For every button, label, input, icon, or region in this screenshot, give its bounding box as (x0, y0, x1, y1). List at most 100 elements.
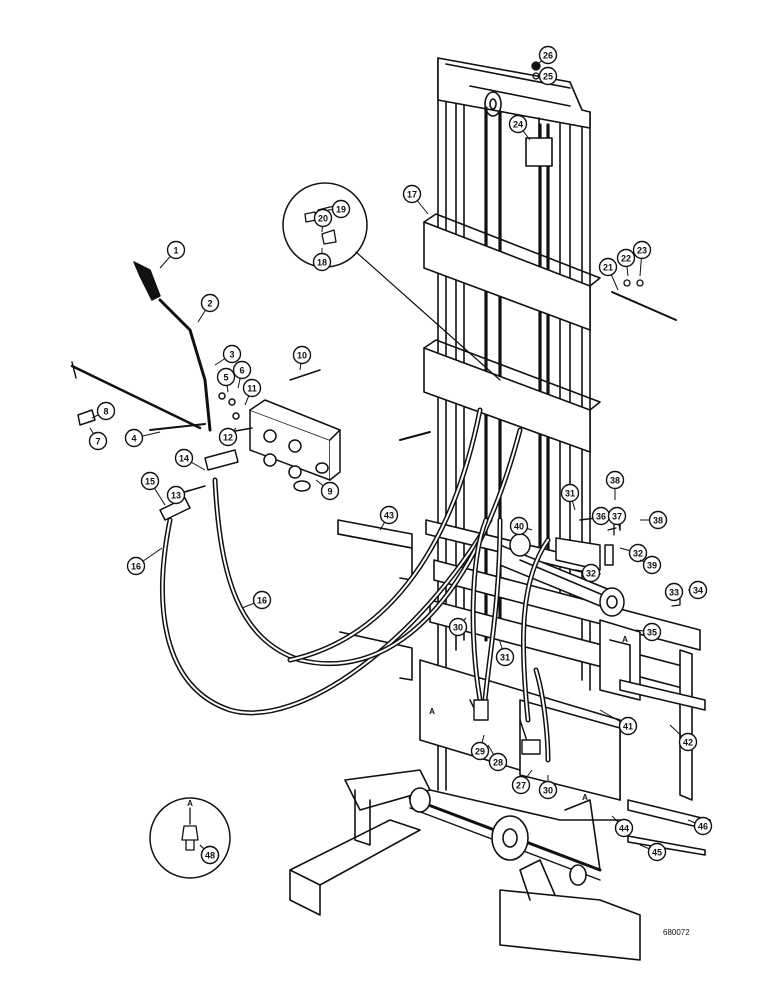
callout-circle (124, 428, 144, 448)
callout-39: 39 (639, 555, 662, 575)
callout-29: 29 (470, 734, 490, 761)
callout-circle (252, 590, 272, 610)
callout-circle (678, 732, 698, 752)
mast-assembly (289, 57, 711, 961)
callout-number: 18 (317, 258, 327, 268)
detail-inset-fitting (149, 797, 231, 879)
callout-26: 26 (537, 45, 558, 65)
callout-number: 38 (653, 516, 663, 526)
callout-32: 32 (581, 563, 601, 583)
callout-circle (292, 345, 312, 365)
callout-circle (126, 556, 146, 576)
callout-circle (379, 505, 399, 525)
callout-number: 32 (586, 569, 596, 579)
callout-number: 31 (500, 653, 510, 663)
callout-number: 30 (453, 623, 463, 633)
callout-circle (448, 617, 468, 637)
callout-number: 7 (95, 437, 100, 447)
callout-circle (616, 248, 636, 268)
callout-9: 9 (315, 479, 340, 501)
callout-number: 21 (603, 263, 613, 273)
callout-circle (218, 427, 238, 447)
callout-13: 13 (166, 485, 191, 505)
callout-28: 28 (487, 744, 508, 772)
callout-circle (222, 344, 242, 364)
callout-23: 23 (632, 240, 652, 277)
callout-circle (628, 543, 648, 563)
callout-14: 14 (174, 448, 206, 471)
callout-circle (607, 506, 627, 526)
callout-42: 42 (669, 724, 698, 752)
callout-circle (96, 401, 116, 421)
callout-1: 1 (159, 240, 186, 269)
callout-number: 20 (318, 214, 328, 224)
callout-31: 31 (560, 483, 580, 511)
callout-number: 8 (103, 407, 108, 417)
callout-34: 34 (688, 580, 708, 600)
callout-21: 21 (598, 257, 619, 291)
callout-15: 15 (140, 471, 166, 506)
callout-circle (648, 510, 668, 530)
callout-12: 12 (218, 427, 238, 447)
callout-circle (216, 367, 236, 387)
callout-number: 11 (247, 384, 257, 394)
reference-mark-a: A (187, 799, 193, 808)
callout-5: 5 (216, 367, 236, 393)
callout-number: 34 (693, 586, 703, 596)
callout-circle (312, 252, 332, 272)
callout-16: 16 (241, 590, 272, 610)
callout-2: 2 (197, 293, 220, 323)
callout-circle (200, 845, 220, 865)
callout-35: 35 (635, 622, 662, 642)
callout-7: 7 (88, 427, 108, 451)
reference-mark-a: A (429, 707, 435, 716)
callout-11: 11 (242, 378, 262, 406)
callout-24: 24 (508, 114, 531, 141)
callout-45: 45 (639, 842, 667, 862)
callout-40: 40 (509, 516, 533, 536)
callout-number: 37 (612, 512, 622, 522)
callout-circle (488, 752, 508, 772)
callout-circle (200, 293, 220, 313)
callout-circle (511, 775, 531, 795)
callout-number: 5 (223, 373, 228, 383)
callout-number: 16 (131, 562, 141, 572)
reference-mark-a: A (622, 635, 628, 644)
callout-33: 33 (664, 582, 684, 602)
callout-number: 39 (647, 561, 657, 571)
callout-circle (508, 114, 528, 134)
callout-number: 16 (257, 596, 267, 606)
reference-marks: A A A A (187, 635, 628, 808)
reference-mark-a: A (582, 793, 588, 802)
callout-circle (538, 66, 558, 86)
callout-8: 8 (91, 401, 116, 421)
callout-43: 43 (379, 505, 399, 531)
callout-circle (166, 240, 186, 260)
callout-16: 16 (126, 547, 163, 576)
callout-circle (598, 257, 618, 277)
callout-number: 36 (596, 512, 606, 522)
callout-48: 48 (199, 844, 220, 865)
callout-10: 10 (292, 345, 312, 371)
callout-number: 13 (171, 491, 181, 501)
callout-number: 42 (683, 738, 693, 748)
callout-number: 17 (407, 190, 417, 200)
callout-number: 43 (384, 511, 394, 521)
callout-number: 48 (205, 851, 215, 861)
callout-circle (232, 360, 252, 380)
callout-number: 27 (516, 781, 526, 791)
callout-30: 30 (448, 617, 468, 637)
callout-number: 46 (698, 822, 708, 832)
callout-number: 3 (229, 350, 234, 360)
callout-32: 32 (619, 543, 648, 563)
callout-3: 3 (214, 344, 242, 366)
callout-6: 6 (232, 360, 252, 389)
callout-38: 38 (605, 470, 625, 500)
callout-circle (470, 741, 490, 761)
callout-20: 20 (313, 208, 333, 233)
control-valve (159, 399, 341, 521)
callout-18: 18 (312, 248, 332, 272)
callout-number: 22 (621, 254, 631, 264)
callout-25: 25 (538, 66, 558, 86)
